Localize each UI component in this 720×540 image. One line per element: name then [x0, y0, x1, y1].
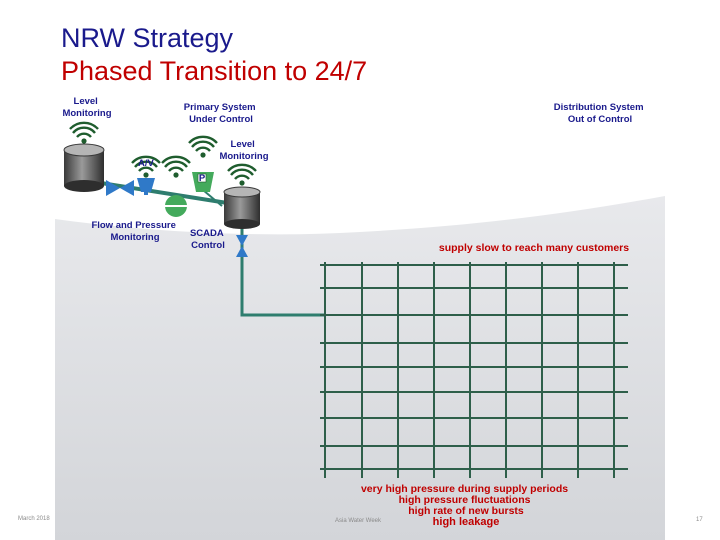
label-supply-slow: supply slow to reach many customers	[439, 242, 629, 254]
problem-list: very high pressure during supply periods…	[361, 483, 571, 517]
scada-valve-icon	[236, 235, 248, 257]
wifi-signal-icon	[226, 163, 258, 187]
scada-connector	[202, 189, 223, 207]
label-level-monitoring-2: Level Monitoring	[219, 139, 268, 162]
pressure-sensor-icon: P	[192, 172, 214, 192]
footer-org: Asia Water Week	[335, 518, 382, 524]
label-level-monitoring-1: Level Monitoring	[62, 96, 111, 119]
reservoir-tank-2	[223, 186, 261, 229]
pressure-marker-text: P	[199, 173, 206, 184]
footer-date: March 2018	[18, 516, 50, 522]
wifi-signal-icon	[160, 155, 192, 179]
problem-high-leakage: high leakage	[433, 516, 500, 528]
label-flow-pressure: Flow and Pressure Monitoring	[91, 220, 178, 243]
flow-meter-icon	[165, 195, 187, 217]
label-scada: SCADA Control	[190, 228, 226, 251]
label-distribution-system: Distribution System Out of Control	[554, 102, 646, 125]
distribution-grid	[320, 262, 628, 478]
footer-page-number: 17	[696, 517, 703, 523]
air-valve-icon	[137, 178, 155, 195]
reservoir-tank-1	[63, 143, 105, 192]
wifi-signal-icon	[187, 135, 219, 159]
slide-subtitle: Phased Transition to 24/7	[61, 56, 368, 86]
title-block: NRW Strategy Phased Transition to 24/7	[61, 22, 367, 88]
wifi-signal-icon	[68, 121, 100, 145]
label-primary-system: Primary System Under Control	[184, 102, 258, 125]
valve-icon	[106, 180, 134, 196]
label-air-valve: A/V	[138, 158, 155, 169]
slide-title: NRW Strategy	[61, 23, 234, 53]
